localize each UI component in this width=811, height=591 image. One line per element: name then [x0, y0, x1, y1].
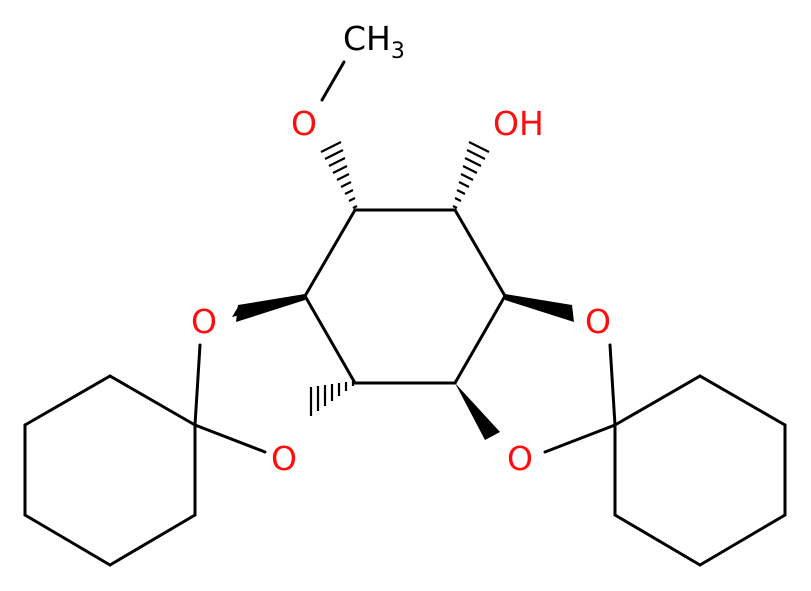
left-dioxolane-ring	[193, 294, 305, 454]
methoxy-group	[320, 60, 346, 102]
methoxy-oxygen-label: O	[291, 104, 317, 143]
right-upper-oxygen-label: O	[585, 302, 611, 341]
hydroxyl-label: OH	[493, 104, 544, 143]
methyl-label: CH3	[343, 19, 405, 64]
hashed-wedge-bond-left-lower	[309, 381, 355, 416]
left-upper-oxygen-label: O	[191, 302, 217, 341]
left-lower-oxygen-label: O	[271, 439, 297, 478]
central-cyclohexane-ring	[303, 208, 507, 385]
right-dioxolane-ring	[455, 294, 617, 454]
hashed-wedge-bond-hydroxyl	[452, 141, 490, 209]
hashed-wedge-bond-methoxy	[320, 141, 358, 209]
right-lower-oxygen-label: O	[507, 439, 533, 478]
right-cyclohexane-ring	[613, 374, 787, 567]
left-cyclohexane-ring	[23, 374, 197, 567]
